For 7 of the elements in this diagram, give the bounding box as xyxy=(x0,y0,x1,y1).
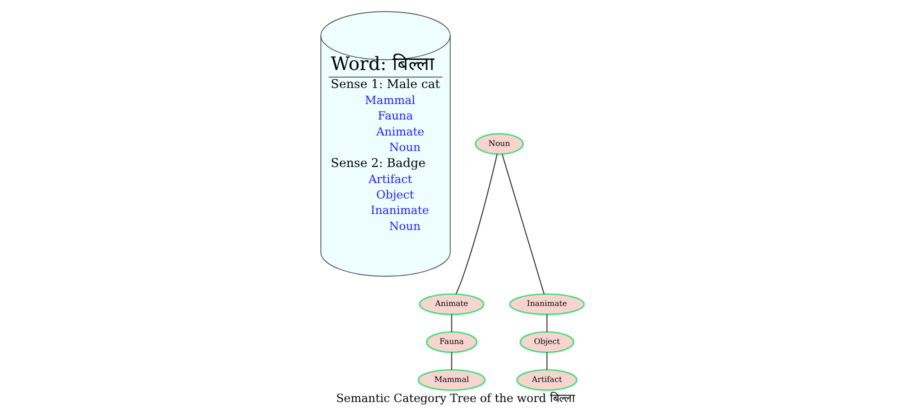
connector xyxy=(450,352,452,370)
connector xyxy=(546,314,547,332)
connector xyxy=(455,154,498,295)
connector xyxy=(546,352,547,370)
connector xyxy=(501,154,544,295)
caption: Semantic Category Tree of the word बिल्ला xyxy=(336,391,574,406)
connector xyxy=(450,314,452,332)
